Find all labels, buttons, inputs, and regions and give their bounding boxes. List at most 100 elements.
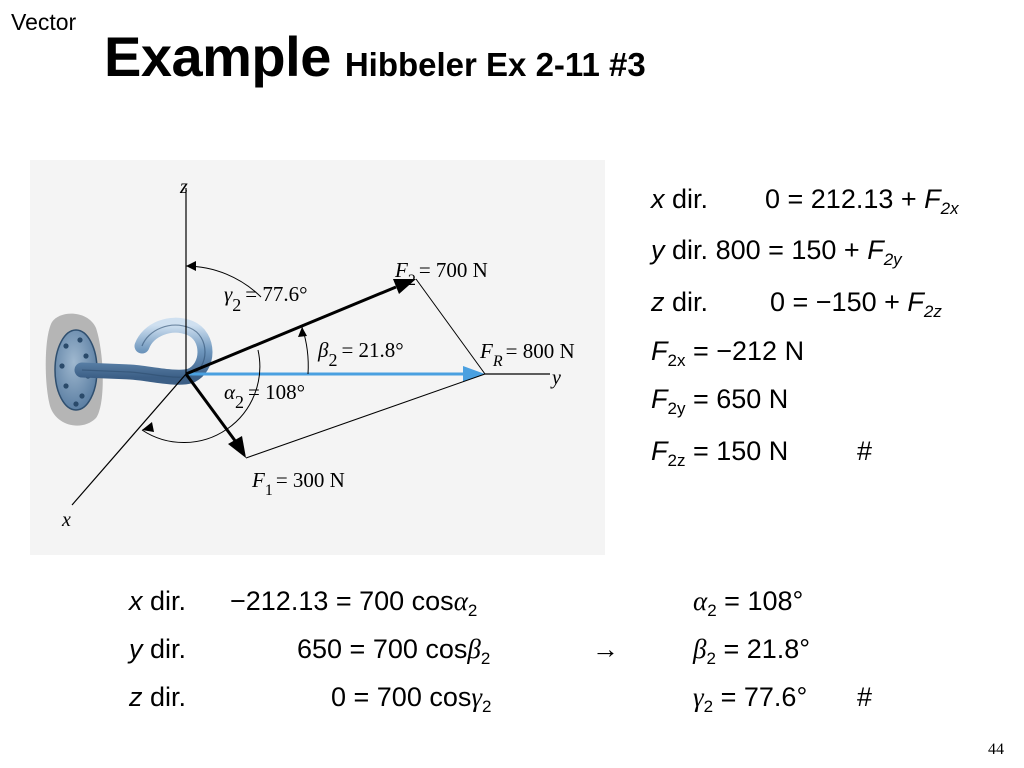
- eq-bottom-2-label: y dir.: [129, 633, 186, 665]
- eq-r2-lhs: 800 = 150 +: [715, 235, 860, 265]
- section-tag: Vector: [11, 9, 77, 35]
- eq-b1-result-angle: α: [693, 586, 708, 616]
- eq-right-5: F2y = 650 N: [651, 383, 788, 425]
- x-axis: [71, 373, 187, 506]
- eq-b3-dir: dir.: [150, 682, 187, 712]
- force-diagram: z y x F2= 700 N FR= 800 N F1= 300 N γ2= …: [30, 160, 605, 555]
- eq-r2-sub: 2y: [883, 250, 902, 269]
- fr-subscript: R: [492, 353, 503, 370]
- eq-b2-lhs: 650 = 700 cos: [297, 634, 468, 664]
- resultant-force-arrowhead: [463, 366, 485, 382]
- eq-right-1: x dir.: [651, 183, 708, 215]
- eq-right-2: y dir. 800 = 150 + F2y: [651, 234, 902, 276]
- eq-bottom-1-label: x dir.: [129, 585, 186, 617]
- eq-bottom-1-result: α2 = 108°: [693, 585, 803, 627]
- alpha-subscript: 2: [235, 392, 244, 412]
- eq-r1-dir: dir.: [672, 184, 709, 214]
- f1-symbol: F: [251, 468, 265, 492]
- eye-bolt-outline: [81, 324, 206, 378]
- figure-background: [30, 160, 605, 555]
- eq-r2-dir: dir.: [672, 235, 709, 265]
- eq-r2-sym: F: [867, 235, 884, 265]
- eq-b2-var: y: [129, 634, 143, 664]
- title-subtitle: Hibbeler Ex 2-11 #3: [344, 46, 646, 83]
- eq-r4-rhs: = −212 N: [692, 336, 805, 366]
- eq-bottom-3-body: 0 = 700 cosγ2: [331, 681, 491, 723]
- eq-b1-result-value: = 108°: [724, 586, 804, 616]
- eq-r1-lhs: 0 = 212.13 +: [765, 184, 917, 214]
- y-axis-label: y: [550, 367, 561, 389]
- eq-r5-rhs: = 650 N: [692, 384, 789, 414]
- eq-b3-result-value: = 77.6°: [720, 682, 808, 712]
- alpha-label: α2= 108°: [224, 380, 305, 412]
- x-axis-label: x: [61, 509, 71, 531]
- eq-b1-var: x: [129, 586, 143, 616]
- eq-b2-dir: dir.: [150, 634, 187, 664]
- parallelogram-f1-side: [245, 373, 486, 459]
- f1-label: F1= 300 N: [251, 468, 345, 499]
- eq-r1-sub: 2x: [940, 199, 959, 218]
- eq-r4-sub: 2x: [667, 351, 686, 370]
- eq-b2-result-value: = 21.8°: [723, 634, 811, 664]
- f2-force-line: [185, 285, 397, 376]
- parallelogram-f2-side: [415, 278, 486, 375]
- eq-b2-result-angle: β: [693, 634, 707, 664]
- alpha-arc-arrow: [142, 422, 154, 432]
- f2-arrowhead: [393, 279, 416, 294]
- eq-r2-var: y: [651, 235, 665, 265]
- f2-label: F2= 700 N: [394, 258, 488, 289]
- title-main: Example: [104, 25, 331, 88]
- eq-r6-end-mark: #: [857, 436, 873, 466]
- eq-r5-sub: 2y: [667, 399, 686, 418]
- gamma-arc-arrow: [186, 261, 196, 271]
- fr-symbol: F: [479, 339, 493, 363]
- f2-value: = 700 N: [419, 258, 488, 282]
- eq-b1-sub: 2: [467, 601, 478, 620]
- eq-b3-result-angle: γ: [693, 682, 704, 712]
- eq-bottom-1-body: −212.13 = 700 cosα2: [230, 585, 477, 627]
- eq-r3-lhs: 0 = −150 +: [770, 287, 900, 317]
- eq-right-6: F2z = 150 N: [651, 435, 788, 477]
- f2-symbol: F: [394, 258, 408, 282]
- eq-bottom-3-result: γ2 = 77.6°: [693, 681, 807, 723]
- eq-r5-sym: F: [651, 384, 668, 414]
- eq-bottom-2-body: 650 = 700 cosβ2: [297, 633, 490, 675]
- eq-right-3: z dir.: [651, 286, 708, 318]
- eq-r1-sym: F: [924, 184, 941, 214]
- eq-b1-dir: dir.: [150, 586, 187, 616]
- eq-r6-sym: F: [651, 436, 668, 466]
- f1-force-line: [184, 373, 238, 443]
- eq-b3-end-mark: #: [857, 682, 873, 712]
- eq-right-1-body: 0 = 212.13 + F2x: [765, 183, 959, 225]
- eq-r4-sym: F: [651, 336, 668, 366]
- beta-subscript: 2: [328, 350, 337, 370]
- eq-b2-sub: 2: [480, 649, 491, 668]
- eq-b2-result-sub: 2: [706, 649, 716, 668]
- eq-r6-rhs: = 150 N: [692, 436, 789, 466]
- plate-bolts: [59, 337, 91, 407]
- eq-b1-result-sub: 2: [707, 601, 717, 620]
- eq-b3-result-sub: 2: [703, 697, 714, 716]
- gamma-label: γ2= 77.6°: [224, 282, 308, 315]
- f1-subscript: 1: [265, 482, 273, 499]
- eq-r3-var: z: [651, 287, 665, 317]
- gamma-symbol: γ: [224, 282, 233, 306]
- eq-r3-sub: 2z: [923, 302, 942, 321]
- eq-right-4: F2x = −212 N: [651, 335, 804, 377]
- arrow-right-symbol: →: [592, 634, 619, 664]
- gamma-subscript: 2: [232, 295, 241, 315]
- eq-right-3-body: 0 = −150 + F2z: [770, 286, 942, 328]
- f1-arrowhead: [228, 436, 246, 458]
- f2-subscript: 2: [408, 272, 416, 289]
- eq-b3-angle: γ: [471, 682, 482, 712]
- fr-label: FR= 800 N: [479, 339, 575, 370]
- eq-b2-angle: β: [467, 634, 481, 664]
- beta-symbol: β: [317, 338, 329, 362]
- z-axis-label: z: [179, 176, 188, 198]
- alpha-value: = 108°: [248, 380, 305, 404]
- alpha-symbol: α: [224, 380, 236, 404]
- eq-b3-var: z: [129, 682, 143, 712]
- eq-bottom-2-result: β2 = 21.8°: [693, 633, 810, 675]
- page-number: 44: [988, 741, 1004, 758]
- eq-r1-var: x: [651, 184, 665, 214]
